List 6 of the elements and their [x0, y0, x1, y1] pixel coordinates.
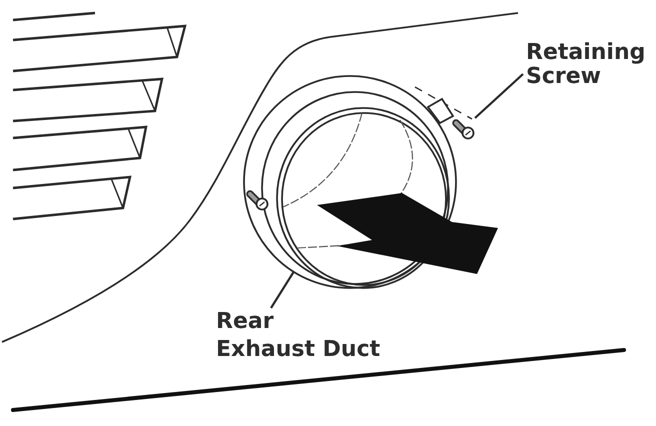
leader-line [270, 271, 295, 309]
screw [451, 118, 475, 140]
part-label: Rear Exhaust Duct [216, 308, 388, 364]
part-label: Retaining Screw [523, 41, 651, 89]
leader-line [474, 73, 524, 119]
duct [243, 75, 457, 289]
